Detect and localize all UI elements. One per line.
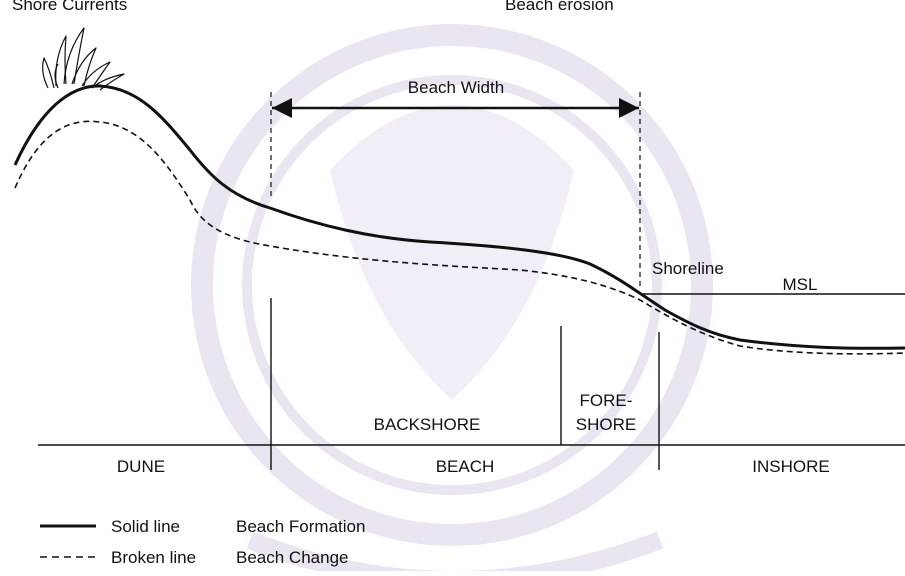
left-arrowhead-icon — [272, 98, 292, 118]
beach-width-label: Beach Width — [408, 78, 504, 97]
beach-label: BEACH — [436, 457, 495, 476]
msl-label: MSL — [783, 275, 818, 294]
top-cut-text-right: Beach erosion — [505, 0, 614, 14]
foreshore-label-line2: SHORE — [576, 415, 636, 434]
legend-solid-meaning: Beach Formation — [236, 517, 365, 536]
grass-icon — [42, 27, 125, 91]
dune-label: DUNE — [117, 457, 165, 476]
beach-change-profile — [14, 120, 905, 355]
shoreline-label: Shoreline — [652, 259, 724, 278]
watermark — [191, 24, 713, 576]
beach-formation-profile — [13, 84, 905, 350]
legend: Solid line Beach Formation Broken line B… — [40, 517, 365, 567]
backshore-label: BACKSHORE — [374, 415, 481, 434]
legend-solid-style: Solid line — [111, 517, 180, 536]
legend-broken-style: Broken line — [111, 548, 196, 567]
legend-broken-meaning: Beach Change — [236, 548, 348, 567]
foreshore-label-line1: FORE- — [580, 391, 633, 410]
right-arrowhead-icon — [619, 98, 639, 118]
top-cut-text-left: Shore Currents — [12, 0, 127, 14]
inshore-label: INSHORE — [752, 457, 829, 476]
